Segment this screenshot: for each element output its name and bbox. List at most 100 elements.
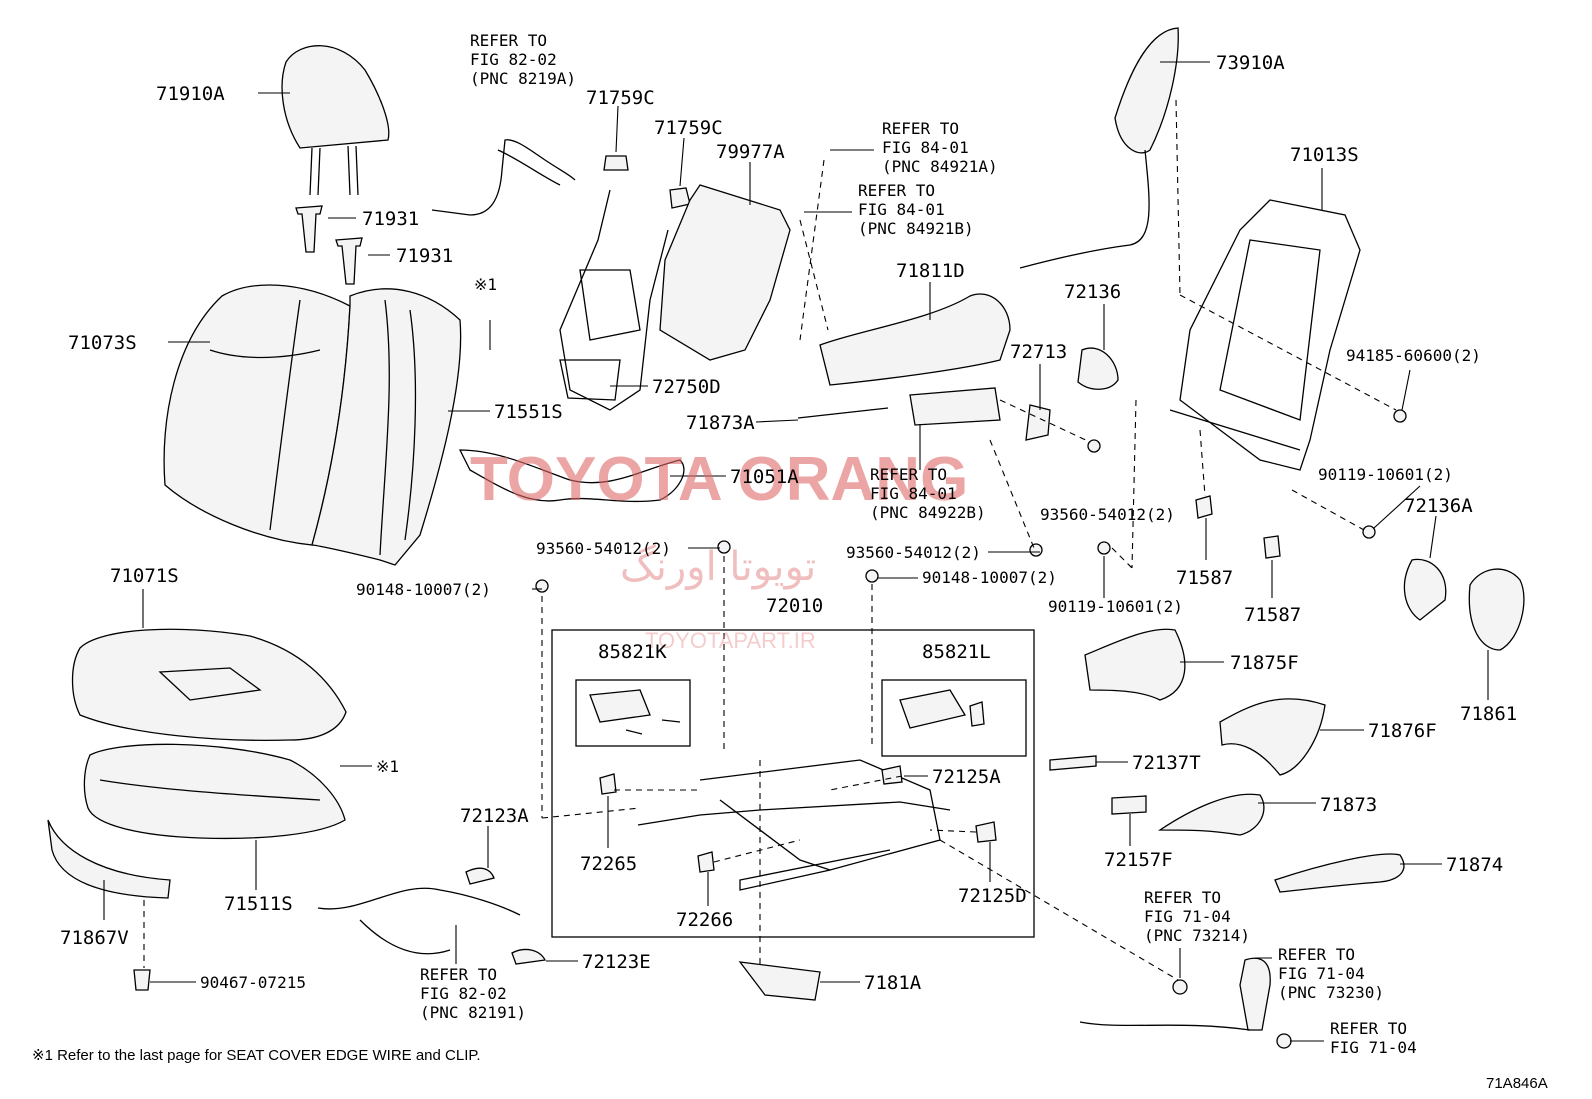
label-71861: 71861 — [1460, 703, 1517, 725]
svg-text:REFER TO: REFER TO — [858, 181, 935, 200]
clip-71759c-a-drawing — [603, 155, 629, 171]
part-71587-a-drawing — [1195, 495, 1213, 519]
watermark-persian: تویوتا اورنگ — [620, 544, 816, 590]
figure-code: 71A846A — [1486, 1075, 1548, 1092]
svg-text:REFER TO: REFER TO — [1278, 945, 1355, 964]
label-90148-a: 90148-10007(2) — [356, 580, 491, 599]
cushion-pad-drawing — [83, 743, 346, 840]
label-71759c-a: 71759C — [586, 87, 655, 109]
label-90119-b: 90119-10601(2) — [1048, 597, 1183, 616]
refer-84922b: REFER TO FIG 84-01 (PNC 84922B) — [870, 465, 986, 522]
label-71511s: 71511S — [224, 893, 293, 915]
part-72123e-drawing — [511, 948, 546, 965]
label-90119-a: 90119-10601(2) — [1318, 465, 1453, 484]
clip-90467-drawing — [133, 969, 151, 991]
refer-73230: REFER TO FIG 71-04 (PNC 73230) — [1278, 945, 1384, 1002]
svg-text:(PNC 73214): (PNC 73214) — [1144, 926, 1250, 945]
svg-text:(PNC 8219A): (PNC 8219A) — [470, 69, 576, 88]
label-94185-60600: 94185-60600(2) — [1346, 346, 1481, 365]
part-71873-drawing — [1157, 793, 1265, 836]
svg-text:REFER TO: REFER TO — [470, 31, 547, 50]
svg-text:FIG 71-04: FIG 71-04 — [1144, 907, 1231, 926]
svg-text:FIG 84-01: FIG 84-01 — [870, 484, 957, 503]
svg-text:FIG 71-04: FIG 71-04 — [1330, 1038, 1417, 1057]
refer-7104: REFER TO FIG 71-04 — [1330, 1019, 1417, 1057]
refer-84921a: REFER TO FIG 84-01 (PNC 84921A) — [882, 119, 998, 176]
motor-85821l-box — [881, 679, 1027, 757]
footnote: ※1 Refer to the last page for SEAT COVER… — [32, 1047, 481, 1064]
harness-upper-drawing — [431, 139, 576, 216]
label-72136: 72136 — [1064, 281, 1121, 303]
svg-text:REFER TO: REFER TO — [882, 119, 959, 138]
part-72136-drawing — [1077, 347, 1119, 390]
label-71013s: 71013S — [1290, 144, 1359, 166]
part-labels: 71910A 71931 71931 71073S 71551S 71071S … — [60, 52, 1517, 994]
label-72265: 72265 — [580, 853, 637, 875]
refer-blocks: REFER TO FIG 82-02 (PNC 8219A) REFER TO … — [420, 31, 1417, 1057]
part-71874-drawing — [1274, 853, 1405, 893]
label-71867v: 71867V — [60, 927, 129, 949]
lumbar-assembly-drawing — [559, 189, 669, 411]
label-90467-07215: 90467-07215 — [200, 973, 306, 992]
airbag-wire-drawing — [1019, 149, 1150, 269]
label-72137t: 72137T — [1132, 752, 1201, 774]
svg-text:(PNC 84922B): (PNC 84922B) — [870, 503, 986, 522]
part-71876f-drawing — [1219, 698, 1326, 776]
seatback-cover-drawing — [311, 288, 462, 566]
label-71873a: 71873A — [686, 412, 755, 434]
label-93560-c: 93560-54012(2) — [1040, 505, 1175, 524]
refer-84921b: REFER TO FIG 84-01 (PNC 84921B) — [858, 181, 974, 238]
part-71875f-drawing — [1084, 628, 1186, 701]
harness-upper-branch-drawing — [497, 149, 561, 186]
svg-text:(PNC 82191): (PNC 82191) — [420, 1003, 526, 1022]
svg-text:(PNC 84921A): (PNC 84921A) — [882, 157, 998, 176]
svg-text:FIG 71-04: FIG 71-04 — [1278, 964, 1365, 983]
label-71874: 71874 — [1446, 854, 1503, 876]
seat-track-box — [551, 629, 1035, 938]
refer-8219a: REFER TO FIG 82-02 (PNC 8219A) — [470, 31, 576, 88]
label-72125d: 72125D — [958, 885, 1027, 907]
label-72125a: 72125A — [932, 766, 1001, 788]
harness-lower-drawing — [317, 887, 521, 955]
motor-85821l-drawing — [899, 689, 985, 729]
motor-85821k-drawing — [589, 689, 681, 735]
svg-text:FIG 84-01: FIG 84-01 — [858, 200, 945, 219]
switch-84922b-drawing — [909, 387, 1001, 426]
part-72123a-drawing — [465, 867, 495, 885]
headrest-drawing — [281, 45, 390, 196]
svg-text:(PNC 84921B): (PNC 84921B) — [858, 219, 974, 238]
bolt-drawings — [535, 409, 1407, 593]
label-71811d: 71811D — [896, 260, 965, 282]
label-71931-a: 71931 — [362, 208, 419, 230]
label-85821k: 85821K — [598, 641, 667, 663]
label-mark1-a: ※1 — [474, 275, 497, 294]
svg-text:REFER TO: REFER TO — [420, 965, 497, 984]
refer-82191: REFER TO FIG 82-02 (PNC 82191) — [420, 965, 526, 1022]
watermark-brand: TOYOTA ORANG — [470, 445, 968, 514]
label-72713: 72713 — [1010, 341, 1067, 363]
leader-lines — [103, 61, 1489, 1042]
clip-71759c-b-drawing — [669, 187, 691, 209]
label-71551s: 71551S — [494, 401, 563, 423]
part-73214-drawing — [1172, 979, 1188, 995]
pad-79977a-drawing — [659, 184, 791, 361]
label-7181a: 7181A — [864, 972, 922, 994]
svg-text:REFER TO: REFER TO — [1330, 1019, 1407, 1038]
label-mark1-b: ※1 — [376, 757, 399, 776]
label-72266: 72266 — [676, 909, 733, 931]
part-71861-drawing — [1468, 568, 1525, 651]
label-90148-b: 90148-10007(2) — [922, 568, 1057, 587]
label-71587-a: 71587 — [1176, 567, 1233, 589]
seat-track-drawing — [637, 759, 951, 891]
part-7104-nut-drawing — [1276, 1033, 1292, 1049]
label-72123a: 72123A — [460, 805, 529, 827]
motor-85821k-box — [575, 679, 691, 747]
side-shield-drawing — [819, 293, 1011, 386]
label-72123e: 72123E — [582, 951, 651, 973]
seatback-frame-drawing — [1169, 199, 1361, 471]
part-72136a-drawing — [1403, 558, 1447, 621]
part-7181a-drawing — [738, 961, 821, 1001]
headrest-guide-drawing — [295, 205, 363, 285]
